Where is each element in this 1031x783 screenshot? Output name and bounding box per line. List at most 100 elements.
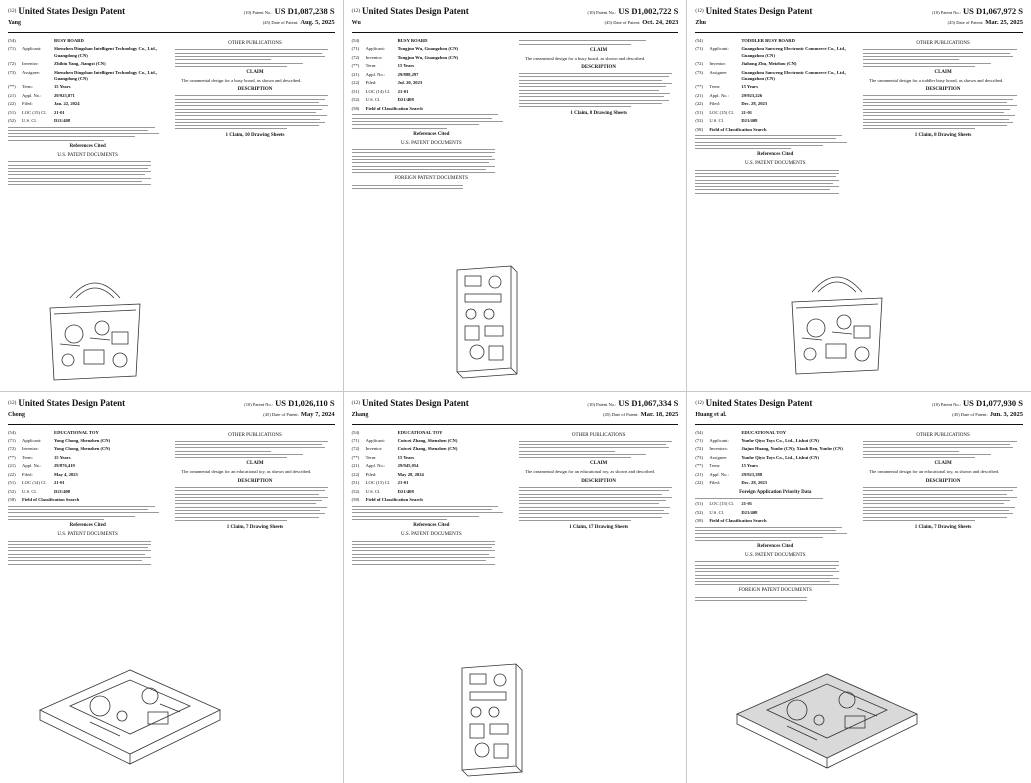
description-head: DESCRIPTION [237, 478, 273, 484]
doc-type: United States Design Patent [362, 397, 469, 408]
patent-columns: (54)EDUCATIONAL TOY(71)Applicant:Cuiwei … [351, 430, 679, 567]
biblio-field: (21)Appl. No.:29/925,871 [8, 93, 167, 99]
field-code: (72) [351, 54, 360, 60]
text-line [519, 79, 663, 81]
us-patent-docs-head: U.S. PATENT DOCUMENTS [744, 161, 806, 167]
field-label: Assignee: [22, 69, 41, 75]
field-code: (22) [695, 480, 703, 486]
field-code: (73) [8, 69, 16, 75]
field-value: 21-01 [54, 109, 65, 115]
field-code: (21) [351, 463, 360, 469]
text-line [695, 584, 840, 586]
text-line [351, 543, 496, 545]
text-line [8, 161, 152, 163]
biblio-field: (71)Applicant:Tongjun Wu, Guangzhou (CN) [352, 46, 511, 52]
field-value: Field of Classification Search [709, 126, 767, 132]
other-publications-head: OTHER PUBLICATIONS [571, 432, 626, 438]
patent-drawing [449, 262, 525, 380]
text-line [175, 503, 316, 505]
biblio-field: (73)Assignee:Guangzhou Sanweng Electroni… [695, 70, 855, 82]
field-value: Jul. 20, 2023 [397, 80, 423, 86]
text-line [175, 450, 271, 452]
field-label: Filed: [365, 471, 377, 477]
text-line [695, 574, 833, 576]
patent-page[interactable]: (12)United States Design Patent(10) Pate… [687, 0, 1031, 392]
field-code: (54) [695, 429, 703, 435]
biblio-field: (52)U.S. Cl.D21/408 [352, 97, 511, 103]
text-line [695, 567, 836, 569]
text-line [175, 506, 327, 508]
classification-search: (58)Field of Classification Search [352, 497, 511, 503]
text-line [519, 40, 647, 42]
field-value: Dec. 28, 2023 [741, 480, 768, 486]
field-value: Field of Classification Search [365, 105, 423, 111]
text-line [175, 121, 326, 123]
text-line [519, 89, 660, 91]
left-column: (54)EDUCATIONAL TOY(71)Applicant:Yunhe Q… [695, 430, 855, 604]
doc-type-line: (12)United States Design Patent [8, 398, 125, 408]
biblio-field: (52)U.S. Cl.D21/408 [695, 510, 855, 516]
text-line [175, 454, 303, 456]
biblio-field: (22)Filed:Jan. 22, 2024 [8, 101, 167, 107]
field-code: (22) [8, 101, 16, 107]
patent-no-label: (10) Patent No.: [243, 10, 273, 15]
field-code: (58) [351, 105, 360, 111]
text-line [175, 118, 321, 120]
patent-page[interactable]: (12)United States Design Patent(10) Pate… [344, 391, 688, 783]
text-line [863, 519, 976, 521]
patent-page[interactable]: (12)United States Design Patent(10) Pate… [343, 0, 688, 392]
patent-page[interactable]: (12)United States Design Patent(10) Pate… [0, 391, 344, 783]
references-cited-head: References Cited [413, 523, 450, 529]
doc-type: United States Design Patent [18, 6, 126, 16]
patent-page[interactable]: (12)United States Design Patent(10) Pate… [687, 392, 1031, 783]
field-code: (71) [695, 46, 703, 52]
text-line [351, 120, 504, 122]
text-line [8, 550, 152, 552]
field-code: (54) [695, 38, 703, 43]
field-code: (21) [695, 471, 703, 477]
field-value: 29/876,419 [54, 463, 75, 469]
field-value: 21-01 [741, 501, 753, 507]
field-value: Zhibin Yang, Jiangxi (CN) [54, 61, 106, 67]
field-code: (52) [8, 118, 16, 124]
text-line [351, 124, 480, 126]
text-line [351, 557, 496, 559]
text-line [175, 493, 319, 495]
claim-head: CLAIM [590, 47, 608, 53]
text-line [863, 506, 1015, 508]
text-line [8, 129, 149, 131]
doc-type-line: (12)United States Design Patent [695, 398, 812, 408]
field-label: Inventor: [709, 61, 727, 67]
field-label: Filed: [709, 101, 721, 107]
biblio-field: (72)Inventor:Jiahong Zhu, Meizhou (CN) [695, 61, 855, 67]
text-line [695, 564, 840, 566]
patent-columns: (54)BUSY BOARD(71)Applicant:Tongjun Wu, … [351, 38, 679, 191]
other-publications-head: OTHER PUBLICATIONS [228, 432, 282, 438]
text-line [863, 454, 992, 456]
field-label [709, 38, 741, 44]
left-column: (54)EDUCATIONAL TOY(71)Applicant:Yong Ch… [8, 430, 167, 567]
text-line [175, 115, 327, 117]
text-line [863, 62, 992, 64]
patent-drawing [30, 650, 230, 770]
field-label: Appl. No.: [709, 92, 729, 98]
field-value: 29/923,388 [741, 471, 763, 477]
text-line [863, 108, 1011, 110]
text-line [519, 519, 631, 521]
text-line [863, 500, 1011, 502]
claim-text: The ornamental design for a busy board, … [525, 55, 646, 61]
classification-search: (58)Field of Classification Search [8, 497, 167, 503]
patent-number-line: (10) Patent No.:US D1,002,722 S [587, 6, 678, 16]
text-line [519, 486, 672, 488]
biblio-field: (**)Term:15 Years [8, 84, 167, 90]
field-label: U.S. Cl. [365, 97, 381, 103]
patent-date-line: (45) Date of Patent:Aug. 5, 2025 [263, 19, 335, 26]
patent-page[interactable]: (12)United States Design Patent(10) Pate… [0, 0, 344, 392]
right-column: CLAIM The ornamental design for a busy bo… [519, 38, 678, 191]
text-line [8, 512, 160, 514]
other-publications-head: OTHER PUBLICATIONS [228, 41, 282, 46]
description-head: DESCRIPTION [925, 87, 961, 93]
text-line [175, 59, 271, 61]
